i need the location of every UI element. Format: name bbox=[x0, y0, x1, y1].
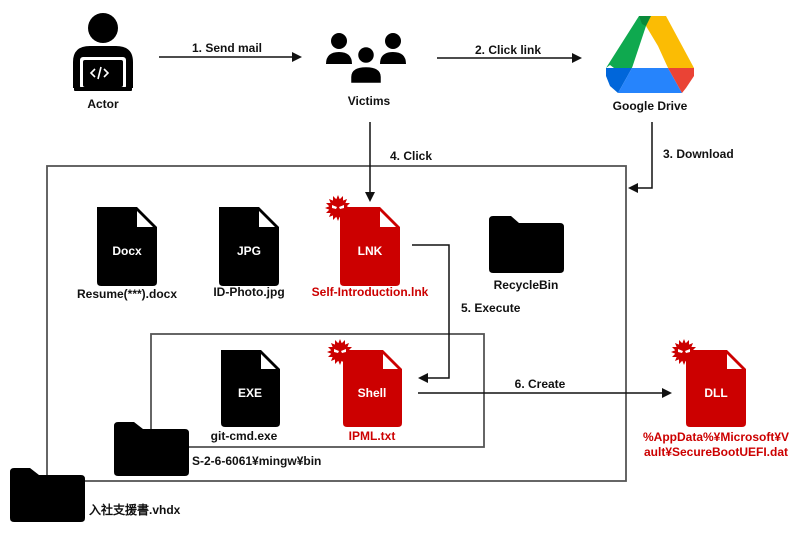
step6-label: 6. Create bbox=[515, 377, 566, 391]
vhdx-label: 入社支援書.vhdx bbox=[89, 502, 181, 517]
jpg-tag: JPG bbox=[237, 244, 261, 258]
vhdx-folder-icon bbox=[10, 468, 85, 522]
step2-label: 2. Click link bbox=[475, 43, 541, 57]
shell-filename: IPML.txt bbox=[349, 429, 396, 443]
dll-filename-line1: %AppData%¥Microsoft¥V bbox=[643, 430, 789, 444]
bin-folder-label: S-2-6-6061¥mingw¥bin bbox=[192, 454, 321, 468]
step4-label: 4. Click bbox=[390, 149, 432, 163]
lnk-file-icon bbox=[340, 207, 400, 286]
step3-label: 3. Download bbox=[663, 147, 734, 161]
exe-file-icon bbox=[221, 350, 280, 427]
jpg-filename: ID-Photo.jpg bbox=[213, 285, 284, 299]
bin-folder-icon bbox=[114, 422, 189, 476]
hacker-laptop-icon bbox=[73, 13, 133, 91]
shell-file-icon bbox=[343, 350, 402, 427]
docx-file-icon bbox=[97, 207, 157, 286]
dll-filename-line2: ault¥SecureBootUEFI.dat bbox=[644, 445, 788, 459]
google-drive-label: Google Drive bbox=[613, 99, 688, 113]
shell-tag: Shell bbox=[358, 386, 387, 400]
docx-filename: Resume(***).docx bbox=[77, 287, 177, 301]
bin-folder-container-box bbox=[150, 333, 485, 448]
dll-file-icon bbox=[686, 350, 746, 427]
actor-label: Actor bbox=[87, 97, 119, 111]
google-drive-icon bbox=[606, 16, 694, 93]
exe-tag: EXE bbox=[238, 386, 262, 400]
vhdx-container-box bbox=[46, 165, 627, 482]
arrow-execute bbox=[412, 244, 450, 383]
arrow-download bbox=[628, 122, 653, 193]
recyclebin-folder-icon bbox=[489, 216, 564, 273]
step5-label: 5. Execute bbox=[461, 301, 521, 315]
step1-label: 1. Send mail bbox=[192, 41, 262, 55]
docx-tag: Docx bbox=[112, 244, 142, 258]
exe-filename: git-cmd.exe bbox=[211, 429, 278, 443]
lnk-filename: Self-Introduction.lnk bbox=[312, 285, 429, 299]
dll-tag: DLL bbox=[704, 386, 727, 400]
group-users-icon bbox=[326, 33, 406, 86]
recyclebin-label: RecycleBin bbox=[494, 278, 559, 292]
victims-label: Victims bbox=[348, 94, 391, 108]
lnk-tag: LNK bbox=[358, 244, 383, 258]
jpg-file-icon bbox=[219, 207, 279, 286]
